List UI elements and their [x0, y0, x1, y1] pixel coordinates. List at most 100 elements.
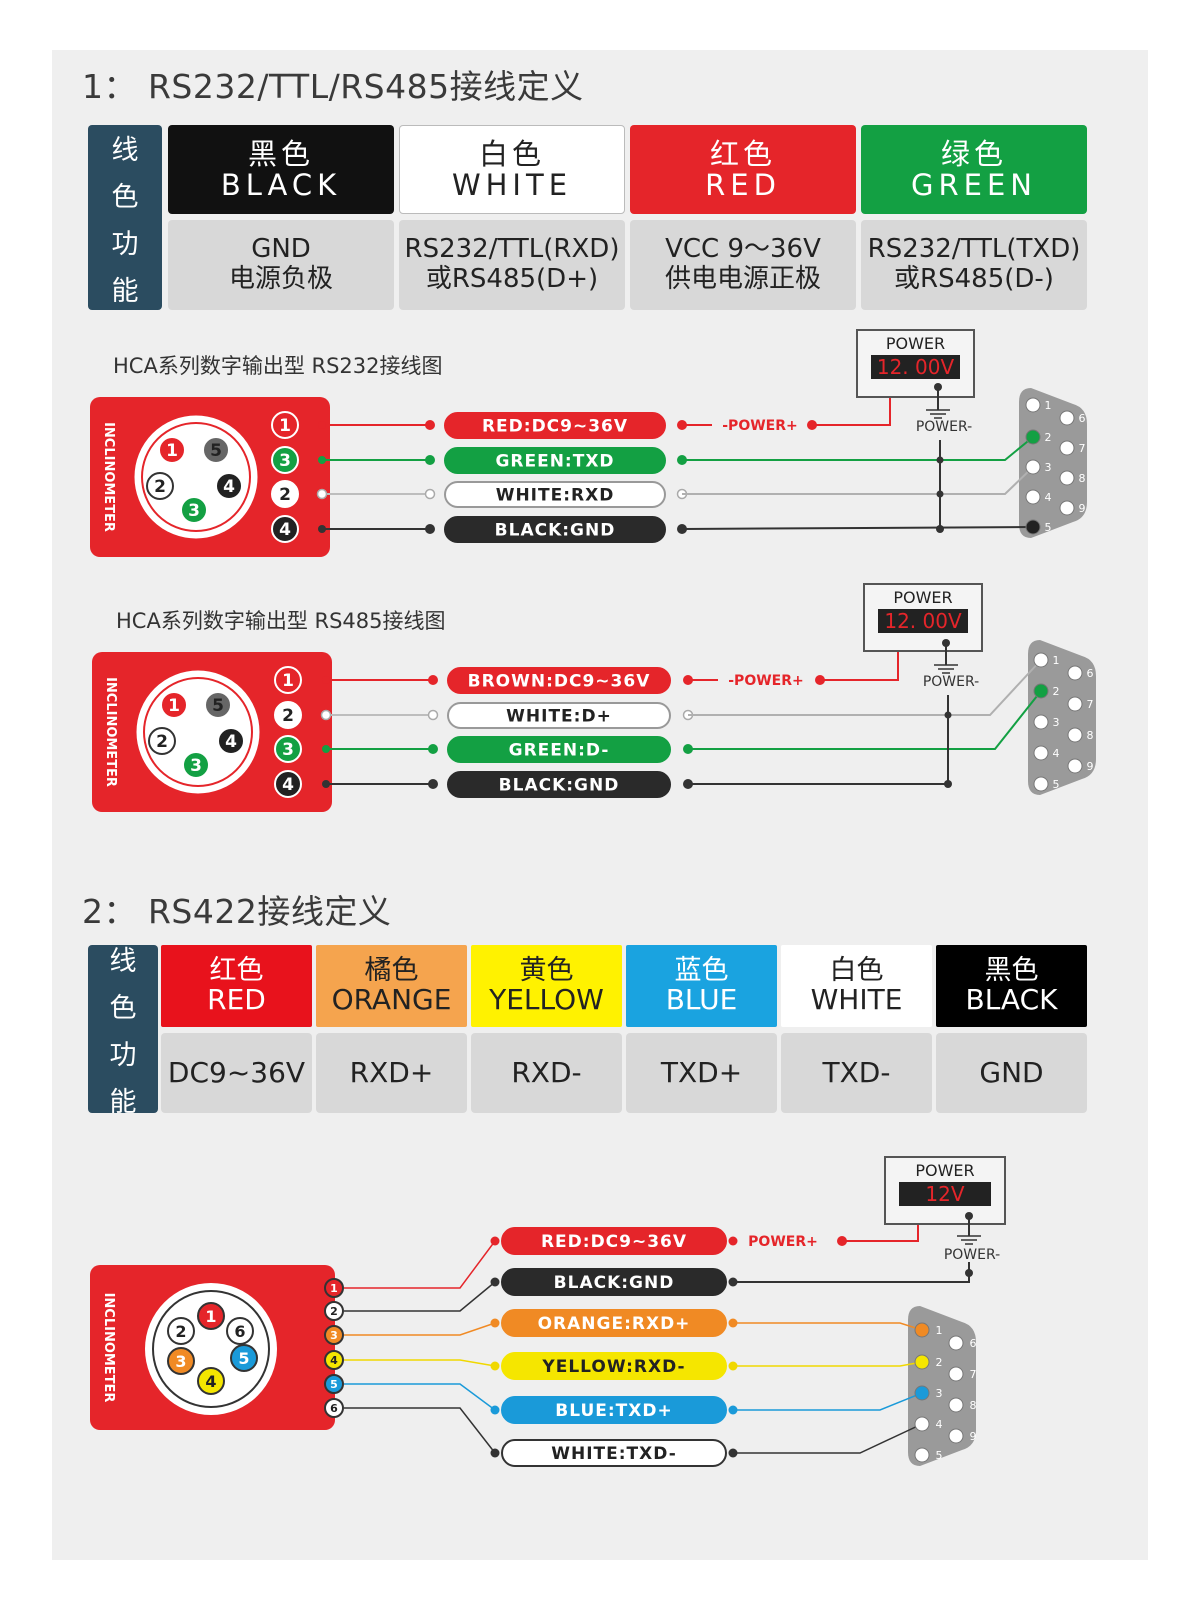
wire	[733, 1423, 923, 1454]
color-name-en: YELLOW	[489, 983, 604, 1017]
db9-pin-label: 8	[1087, 729, 1094, 742]
db9-pin-label: 3	[1045, 461, 1052, 474]
wire	[681, 526, 1034, 530]
db9-pin-label: 5	[1053, 778, 1060, 791]
color-name-cn: 蓝色	[674, 955, 729, 987]
pin-circle	[197, 1367, 225, 1395]
db9-pin-label: 9	[1087, 760, 1094, 773]
ground-icon	[926, 409, 950, 419]
wire	[812, 387, 891, 426]
power-title: POWER	[915, 1161, 974, 1180]
pin-circle	[180, 496, 208, 524]
wire-label-text: BLACK:GND	[554, 1273, 675, 1293]
rs485-wire-label: BROWN:DC9~36V	[447, 667, 671, 694]
db9-pin	[1033, 652, 1049, 668]
wire-dot	[425, 420, 435, 430]
db9-pin	[1059, 410, 1075, 426]
rs232-diagram-title: HCA系列数字输出型 RS232接线图	[113, 354, 443, 378]
pin-label: 1	[282, 671, 294, 691]
db9-pin	[948, 1397, 964, 1413]
rs232-wire-label: RED:DC9~36V	[444, 412, 666, 439]
db9-pin	[914, 1447, 930, 1463]
wire-label-text: GREEN:D-	[509, 741, 610, 761]
db9-pin-label: 4	[1053, 747, 1060, 760]
wire-dot	[837, 1236, 847, 1246]
color-name-en: BLACK	[965, 983, 1058, 1017]
wire	[344, 1281, 496, 1312]
pin-label: 4	[282, 775, 294, 795]
rs485-wire-label: GREEN:D-	[447, 736, 671, 763]
wire	[344, 1240, 496, 1289]
rs485-wire-label: BLACK:GND	[447, 771, 671, 798]
db9-pin	[1025, 429, 1041, 445]
wire-label-text: BLUE:TXD+	[555, 1401, 672, 1421]
power-plus-label: -POWER+	[728, 673, 804, 689]
db9-pin-label: 7	[1079, 442, 1086, 455]
db9-pin-label: 1	[936, 1324, 943, 1337]
power-plus-label: -POWER+	[722, 418, 798, 434]
wire-dot	[490, 1277, 500, 1287]
rs422-wire-label: BLACK:GND	[501, 1268, 727, 1296]
wire-label-bg	[444, 447, 666, 474]
pin-label: 4	[330, 1354, 338, 1367]
wire-label-bg	[501, 1227, 727, 1255]
color-name-cn: 黄色	[519, 955, 574, 987]
power-minus-label: POWER-	[916, 419, 972, 435]
sidebar-char: 能	[111, 275, 139, 307]
pin-label: 2	[330, 1305, 338, 1318]
color-name-cn: 白色	[829, 955, 884, 987]
pin-label: 3	[279, 451, 291, 471]
pin-circle	[215, 472, 243, 500]
wire-label-text: WHITE:TXD-	[551, 1444, 677, 1464]
db9-pin	[1025, 397, 1041, 413]
db9-pin-label: 6	[1079, 412, 1086, 425]
rs232-wire-label: BLACK:GND	[444, 516, 666, 543]
color-name-en: BLUE	[665, 983, 738, 1017]
function-line: RS232/TTL(RXD)	[404, 234, 620, 265]
wire-dot	[424, 488, 436, 500]
color-name-cn: 黑色	[247, 137, 314, 172]
wire-pin-number: 2	[324, 1301, 344, 1321]
rs485-diagram-title: HCA系列数字输出型 RS485接线图	[116, 609, 446, 633]
connector-pin: 3	[180, 496, 208, 524]
wire-label-bg	[501, 1309, 727, 1337]
db9-pin-label: 4	[1045, 491, 1052, 504]
function-line: 供电电源正极	[664, 264, 821, 294]
function-line: DC9~36V	[167, 1055, 306, 1089]
wire-pin-number: 1	[271, 411, 299, 439]
db9-pin-label: 2	[1045, 431, 1052, 444]
wire-label-text: RED:DC9~36V	[541, 1232, 687, 1252]
pin-circle	[182, 751, 210, 779]
wire-pin-number: 4	[324, 1350, 344, 1370]
wire-label-bg	[447, 736, 671, 763]
pin-circle	[274, 770, 302, 798]
connector-pin: 4	[197, 1367, 225, 1395]
wire-label-text: YELLOW:RXD-	[541, 1357, 685, 1377]
function-line: GND	[251, 234, 311, 265]
wire-dot	[490, 1236, 500, 1246]
wire-pin-number: 4	[271, 515, 299, 543]
pin-label: 2	[156, 732, 168, 752]
db9-pin-label: 3	[1053, 716, 1060, 729]
ground-icon	[934, 664, 958, 674]
connector-pin: 2	[167, 1317, 195, 1345]
device-label: INCLINOMETER	[101, 1293, 116, 1403]
wire-pin-number: 2	[271, 480, 299, 508]
db9-pin	[1025, 459, 1041, 475]
wire	[733, 1322, 923, 1331]
wire-dot	[490, 1361, 500, 1371]
connector-ring	[152, 1290, 270, 1408]
db9-pin-label: 8	[1079, 472, 1086, 485]
wire-label-bg	[447, 702, 671, 729]
rs232-wire-label: WHITE:RXD	[444, 481, 666, 508]
wire-label-text: BLACK:GND	[495, 521, 616, 541]
wire-dot	[316, 488, 328, 500]
wire	[344, 1322, 496, 1336]
sidebar-char: 功	[109, 1040, 137, 1071]
